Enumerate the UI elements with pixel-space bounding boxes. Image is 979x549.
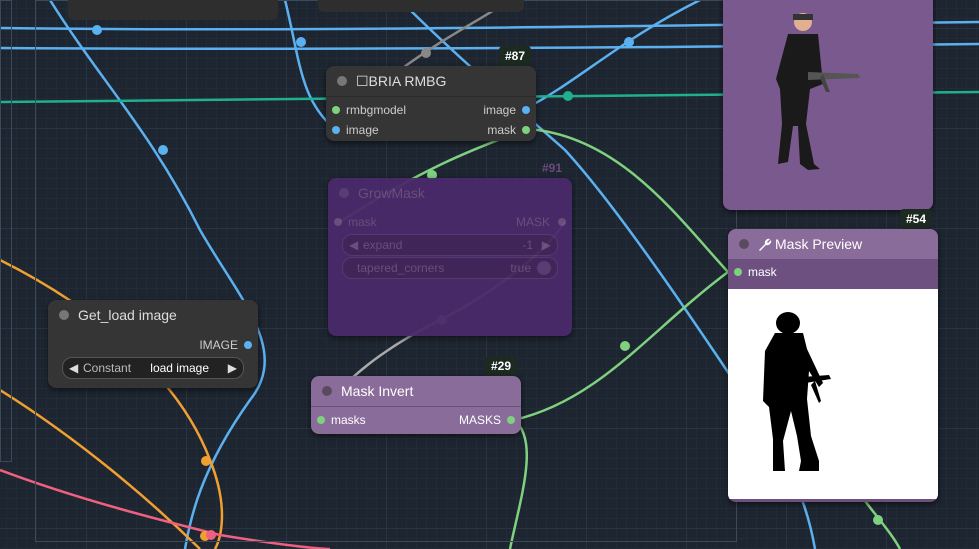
collapse-dot-icon[interactable] [339, 188, 349, 198]
tapered-corners-toggle[interactable]: tapered_corners true [342, 257, 558, 279]
node-title-text: Mask Preview [775, 236, 863, 252]
output-slot-image[interactable] [244, 341, 252, 349]
toggle-knob-icon[interactable] [537, 261, 551, 275]
wrench-icon [758, 229, 772, 259]
widget-value: load image [150, 361, 209, 375]
mask-invert-node[interactable]: Mask Invert masks MASKS [311, 376, 521, 434]
node-id-badge: #29 [485, 356, 518, 376]
widget-label: Constant [83, 361, 132, 375]
output-label: image [483, 103, 516, 117]
node-title-text: Get_load image [78, 307, 177, 323]
node-title-text: GrowMask [358, 185, 425, 201]
node-title[interactable]: Mask Preview [728, 229, 938, 259]
input-label: rmbgmodel [346, 103, 407, 117]
input-label: masks [331, 413, 366, 427]
node-title[interactable]: GrowMask [328, 178, 572, 208]
latent-wire [0, 468, 331, 549]
collapse-dot-icon[interactable] [337, 76, 347, 86]
increment-arrow-icon[interactable]: ▶ [541, 238, 551, 252]
output-slot-mask[interactable] [558, 218, 566, 226]
collapse-dot-icon[interactable] [739, 239, 749, 249]
get-load-image-node[interactable]: Get_load image IMAGE ◀ Constant load ima… [48, 300, 258, 388]
bria-rmbg-node[interactable]: ☐BRIA RMBG rmbgmodel image image mask [326, 66, 536, 141]
input-label: image [346, 123, 379, 137]
image-wire [283, 0, 336, 130]
input-label: mask [348, 215, 377, 229]
input-slot-mask[interactable] [334, 218, 342, 226]
divider [311, 406, 521, 407]
mask-preview-node[interactable]: Mask Preview mask [728, 229, 938, 502]
decrement-arrow-icon[interactable]: ◀ [69, 361, 79, 375]
node-id-badge: #91 [542, 161, 563, 175]
silhouette-icon [763, 312, 831, 471]
input-slot-image[interactable] [332, 126, 340, 134]
widget-value: -1 [522, 238, 533, 252]
output-label: IMAGE [199, 338, 238, 352]
output-slot-mask[interactable] [522, 126, 530, 134]
widget-label: tapered_corners [357, 261, 445, 275]
image-wire [524, 0, 701, 111]
growmask-node[interactable]: GrowMask mask MASK ◀ expand -1 ▶ tapered… [328, 178, 572, 336]
image-wire [48, 0, 266, 549]
widget-label: expand [363, 238, 403, 252]
mask-preview-image [728, 289, 938, 499]
node-id-badge: #87 [499, 46, 532, 66]
decrement-arrow-icon[interactable]: ◀ [349, 238, 359, 252]
node-id-badge: #54 [900, 209, 933, 229]
group-frame [0, 0, 12, 462]
mask-wire [526, 127, 729, 273]
output-slot-masks[interactable] [507, 416, 515, 424]
widget-value: true [510, 261, 531, 275]
node-title[interactable]: Get_load image [48, 300, 258, 330]
partial-node[interactable] [318, 0, 524, 12]
input-slot-rmbgmodel[interactable] [332, 106, 340, 114]
expand-widget[interactable]: ◀ expand -1 ▶ [342, 234, 558, 256]
output-slot-image[interactable] [522, 106, 530, 114]
node-title[interactable]: Mask Invert [311, 376, 521, 406]
mask-wire [513, 270, 729, 422]
node-title-text: Mask Invert [341, 383, 414, 399]
float-wire [0, 388, 201, 549]
collapse-dot-icon[interactable] [322, 386, 332, 396]
input-label: mask [748, 265, 777, 279]
divider [326, 96, 536, 97]
partial-node[interactable] [68, 0, 278, 20]
collapse-dot-icon[interactable] [59, 310, 69, 320]
node-title-text: ☐BRIA RMBG [356, 73, 447, 89]
output-label: mask [487, 123, 516, 137]
node-title[interactable]: ☐BRIA RMBG [326, 66, 536, 96]
increment-arrow-icon[interactable]: ▶ [227, 361, 237, 375]
constant-widget[interactable]: ◀ Constant load image ▶ [62, 357, 244, 379]
output-label: MASKS [458, 413, 501, 427]
input-slot-masks[interactable] [317, 416, 325, 424]
float-wire [0, 258, 224, 549]
input-slot-mask[interactable] [734, 268, 742, 276]
preview-image [776, 13, 860, 170]
image-preview-node[interactable] [723, 0, 933, 210]
mask-wire [508, 419, 529, 549]
output-label: MASK [515, 215, 550, 229]
